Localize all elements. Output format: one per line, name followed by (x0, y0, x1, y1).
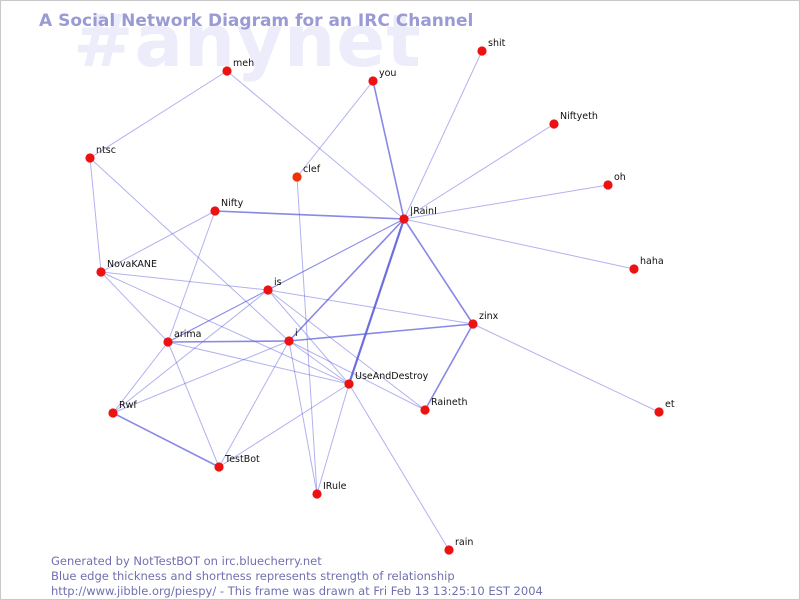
node-label-arima: arima (174, 329, 201, 340)
edge-i-rwf (112, 340, 290, 414)
edge-irainl-niftyeth (403, 123, 555, 220)
node-et (654, 407, 664, 417)
node-i (284, 336, 294, 346)
node-label-is: is (274, 277, 282, 288)
edge-useanddestroy-irule (316, 383, 350, 495)
node-label-irule: IRule (323, 481, 347, 492)
edge-arima-testbot (167, 341, 220, 468)
node-haha (629, 264, 639, 274)
node-irainl (399, 214, 409, 224)
node-label-useanddestroy: UseAndDestroy (355, 371, 429, 382)
node-novakane (96, 267, 106, 277)
edge-is-zinx (267, 289, 474, 325)
edge-novakane-arima (100, 271, 169, 343)
node-niftyeth (549, 119, 559, 129)
edge-is-useanddestroy (267, 289, 350, 385)
edge-arima-useanddestroy (167, 341, 350, 385)
edge-arima-rwf (112, 341, 169, 414)
node-rain (444, 545, 454, 555)
edge-i-irule (288, 340, 318, 495)
node-label-raineth: Raineth (431, 397, 467, 408)
edge-i-testbot (218, 340, 290, 468)
edge-ntsc-novakane (89, 157, 102, 273)
edge-irainl-arima (167, 218, 405, 343)
edge-useanddestroy-testbot (218, 383, 350, 468)
edge-novakane-useanddestroy (100, 271, 350, 385)
edge-zinx-et (472, 323, 660, 413)
node-zinx (468, 319, 478, 329)
edge-irainl-useanddestroy (347, 218, 406, 385)
node-arima (163, 337, 173, 347)
edge-nifty-arima (167, 210, 216, 343)
node-label-zinx: zinx (479, 311, 499, 322)
edge-irainl-is (267, 218, 405, 291)
node-irule (312, 489, 322, 499)
footer-generated: Generated by NotTestBOT on irc.bluecherr… (51, 554, 322, 568)
edge-irainl-you (372, 80, 405, 220)
node-label-you: you (379, 68, 396, 79)
node-label-testbot: TestBot (224, 454, 260, 465)
node-you (368, 76, 378, 86)
node-meh (222, 66, 232, 76)
edge-novakane-is (100, 271, 269, 291)
edge-i-raineth (288, 340, 426, 411)
node-raineth (420, 405, 430, 415)
edge-i-useanddestroy (288, 340, 350, 385)
node-label-rwf: Rwf (119, 400, 137, 411)
node-ntsc (85, 153, 95, 163)
node-rwf (108, 408, 118, 418)
edge-is-rwf (112, 289, 269, 414)
edge-nifty-novakane (100, 210, 216, 273)
edge-arima-i (167, 340, 290, 343)
node-label-niftyeth: Niftyeth (560, 111, 598, 122)
node-label-irainl: |RainI (410, 206, 437, 217)
diagram-footer: Generated by NotTestBOT on irc.bluecherr… (51, 554, 543, 599)
node-is (263, 285, 273, 295)
node-label-i: i (295, 328, 298, 339)
edge-irainl-oh (403, 184, 609, 220)
node-label-shit: shit (488, 38, 506, 49)
node-label-oh: oh (614, 172, 626, 183)
edge-rwf-testbot (112, 412, 220, 468)
node-label-haha: haha (640, 256, 664, 267)
edge-irainl-i (288, 218, 405, 342)
edge-irainl-haha (403, 218, 635, 270)
edge-you-clef (296, 80, 374, 178)
node-oh (603, 180, 613, 190)
node-label-nifty: Nifty (221, 198, 244, 209)
edge-clef-irule (296, 176, 318, 495)
edge-meh-ntsc (89, 70, 228, 159)
node-label-clef: clef (303, 164, 321, 175)
edge-irainl-shit (403, 50, 483, 220)
node-label-ntsc: ntsc (96, 145, 116, 156)
diagram-title: A Social Network Diagram for an IRC Chan… (39, 11, 474, 31)
edge-zinx-i (288, 323, 474, 342)
edge-ntsc-i (89, 157, 290, 342)
node-label-et: et (665, 399, 675, 410)
node-label-meh: meh (233, 58, 254, 69)
edge-useanddestroy-rain (348, 383, 450, 551)
channel-watermark: #anynet (73, 0, 422, 83)
edge-irainl-meh (226, 70, 405, 220)
node-testbot (214, 462, 224, 472)
edges-layer (89, 50, 660, 551)
edge-irainl-nifty (214, 210, 405, 220)
node-clef (292, 172, 302, 182)
node-nifty (210, 206, 220, 216)
node-shit (477, 46, 487, 56)
node-label-rain: rain (455, 537, 473, 548)
edge-is-arima (167, 289, 269, 343)
node-useanddestroy (344, 379, 354, 389)
node-label-novakane: NovaKANE (107, 259, 157, 270)
edge-zinx-raineth (424, 323, 474, 411)
edge-irainl-zinx (403, 218, 474, 325)
footer-explanation: Blue edge thickness and shortness repres… (51, 569, 455, 583)
edge-is-raineth (267, 289, 426, 411)
footer-frame-info: http://www.jibble.org/piespy/ - This fra… (51, 584, 543, 598)
